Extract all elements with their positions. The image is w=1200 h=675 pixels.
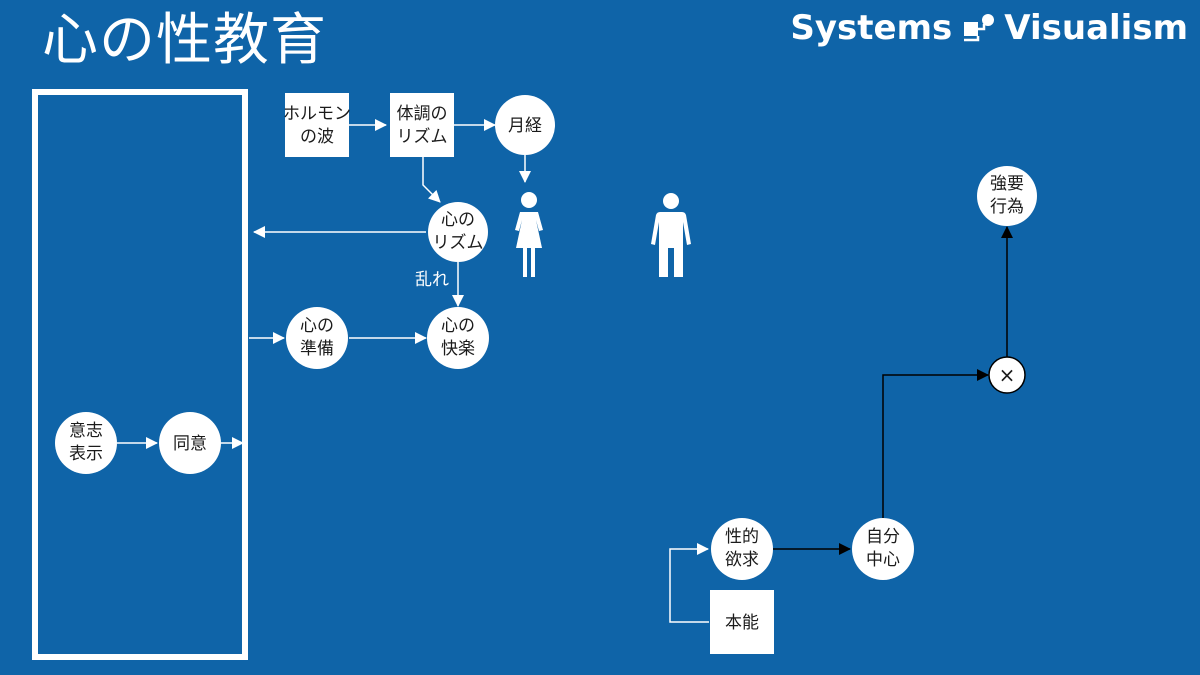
- node-hormone-wave-line2: の波: [300, 127, 334, 147]
- label-disturbance: 乱れ: [415, 270, 449, 290]
- node-sexual-desire-line2: 欲求: [725, 550, 759, 570]
- node-consent: 同意: [159, 412, 221, 474]
- brand: Systems Visualism: [790, 8, 1188, 48]
- node-coercion: 強要 行為: [977, 166, 1037, 226]
- consent-frame: [32, 89, 248, 660]
- node-mind-rhythm: 心の リズム: [428, 202, 488, 262]
- node-coercion-line1: 強要: [990, 174, 1024, 194]
- node-body-rhythm-line2: リズム: [397, 127, 448, 147]
- node-mind-rhythm-line2: リズム: [433, 233, 484, 253]
- node-mind-pleasure-line1: 心の: [441, 316, 475, 336]
- node-sexual-desire: 性的 欲求: [711, 518, 773, 580]
- page-title: 心の性教育: [42, 8, 327, 73]
- node-mind-pleasure: 心の 快楽: [427, 307, 489, 369]
- node-self-centered: 自分 中心: [852, 518, 914, 580]
- node-hormone-wave-line1: ホルモン: [283, 104, 351, 124]
- node-self-centered-line2: 中心: [866, 550, 900, 570]
- brand-name-right: Visualism: [1004, 8, 1188, 48]
- node-mind-rhythm-line1: 心の: [441, 210, 475, 230]
- node-mind-preparation-line2: 準備: [300, 339, 334, 359]
- node-multiply: ×: [988, 356, 1026, 394]
- node-mind-preparation: 心の 準備: [286, 307, 348, 369]
- node-body-rhythm-line1: 体調の: [397, 104, 448, 124]
- arrow-instinct-to-desire: [669, 543, 709, 623]
- arrow-self-centered-to-multiply: [882, 369, 989, 518]
- node-mind-preparation-line1: 心の: [300, 316, 334, 336]
- node-multiply-symbol: ×: [999, 363, 1016, 387]
- node-menstruation: 月経: [495, 95, 555, 155]
- node-intention: 意志 表示: [55, 412, 117, 474]
- node-mind-pleasure-line2: 快楽: [441, 339, 475, 359]
- node-consent-line1: 同意: [173, 434, 207, 454]
- node-body-rhythm: 体調の リズム: [390, 93, 454, 157]
- female-person-icon: [515, 192, 543, 277]
- node-intention-line1: 意志: [69, 421, 103, 441]
- node-instinct-line1: 本能: [725, 613, 759, 633]
- node-hormone-wave: ホルモン の波: [283, 93, 351, 157]
- arrow-body-to-mind-rhythm: [422, 157, 441, 203]
- node-self-centered-line1: 自分: [866, 527, 900, 547]
- male-person-icon: [651, 193, 691, 277]
- node-intention-line2: 表示: [69, 444, 103, 464]
- node-menstruation-line1: 月経: [508, 116, 542, 136]
- systems-visualism-logo-icon: [964, 14, 995, 42]
- node-sexual-desire-line1: 性的: [725, 527, 759, 547]
- node-instinct: 本能: [710, 590, 774, 654]
- node-coercion-line2: 行為: [990, 197, 1024, 217]
- brand-name-left: Systems: [790, 8, 953, 48]
